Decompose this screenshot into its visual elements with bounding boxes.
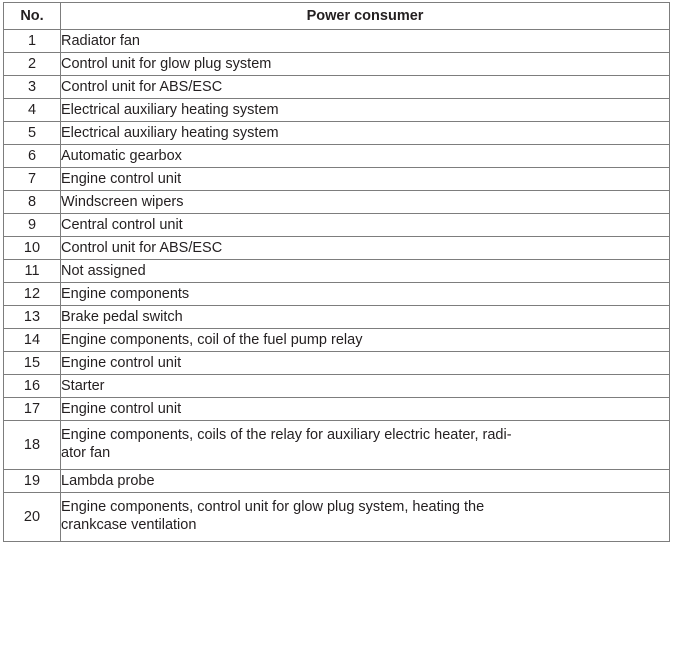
cell-power-consumer: Control unit for ABS/ESC	[60, 236, 670, 260]
cell-fuse-number: 12	[3, 282, 61, 306]
cell-power-consumer-line: ator fan	[61, 445, 111, 461]
cell-fuse-number: 9	[3, 213, 61, 237]
cell-fuse-number: 18	[3, 420, 61, 470]
cell-power-consumer: Engine control unit	[60, 397, 670, 421]
cell-power-consumer: Engine components, coil of the fuel pump…	[60, 328, 670, 352]
cell-power-consumer: Not assigned	[60, 259, 670, 283]
cell-power-consumer: Brake pedal switch	[60, 305, 670, 329]
cell-power-consumer-line: Engine components, control unit for glow…	[61, 499, 485, 516]
cell-fuse-number: 2	[3, 52, 61, 76]
cell-fuse-number: 13	[3, 305, 61, 329]
cell-power-consumer: Control unit for glow plug system	[60, 52, 670, 76]
cell-fuse-number: 10	[3, 236, 61, 260]
cell-power-consumer: Engine components	[60, 282, 670, 306]
cell-power-consumer: Engine components, control unit for glow…	[60, 492, 670, 542]
cell-power-consumer: Automatic gearbox	[60, 144, 670, 168]
cell-fuse-number: 6	[3, 144, 61, 168]
cell-power-consumer: Radiator fan	[60, 29, 670, 53]
cell-power-consumer: Engine control unit	[60, 351, 670, 375]
cell-power-consumer-line: Engine components, coils of the relay fo…	[61, 427, 512, 444]
cell-power-consumer: Starter	[60, 374, 670, 398]
cell-power-consumer: Engine control unit	[60, 167, 670, 191]
cell-fuse-number: 1	[3, 29, 61, 53]
table-header-row: No. Power consumer	[3, 2, 670, 30]
cell-fuse-number: 11	[3, 259, 61, 283]
cell-fuse-number: 3	[3, 75, 61, 99]
cell-power-consumer: Lambda probe	[60, 469, 670, 493]
cell-power-consumer: Engine components, coils of the relay fo…	[60, 420, 670, 470]
cell-power-consumer: Control unit for ABS/ESC	[60, 75, 670, 99]
cell-fuse-number: 8	[3, 190, 61, 214]
cell-fuse-number: 19	[3, 469, 61, 493]
cell-power-consumer: Central control unit	[60, 213, 670, 237]
cell-fuse-number: 17	[3, 397, 61, 421]
cell-fuse-number: 7	[3, 167, 61, 191]
cell-power-consumer-line: crankcase ventilation	[61, 517, 197, 533]
cell-power-consumer: Electrical auxiliary heating system	[60, 121, 670, 145]
cell-fuse-number: 15	[3, 351, 61, 375]
cell-fuse-number: 5	[3, 121, 61, 145]
cell-fuse-number: 16	[3, 374, 61, 398]
column-header-no: No.	[3, 2, 61, 30]
cell-fuse-number: 14	[3, 328, 61, 352]
cell-fuse-number: 4	[3, 98, 61, 122]
cell-power-consumer: Windscreen wipers	[60, 190, 670, 214]
column-header-power-consumer: Power consumer	[60, 2, 670, 30]
cell-fuse-number: 20	[3, 492, 61, 542]
cell-power-consumer: Electrical auxiliary heating system	[60, 98, 670, 122]
table-header: No. Power consumer	[3, 2, 670, 30]
